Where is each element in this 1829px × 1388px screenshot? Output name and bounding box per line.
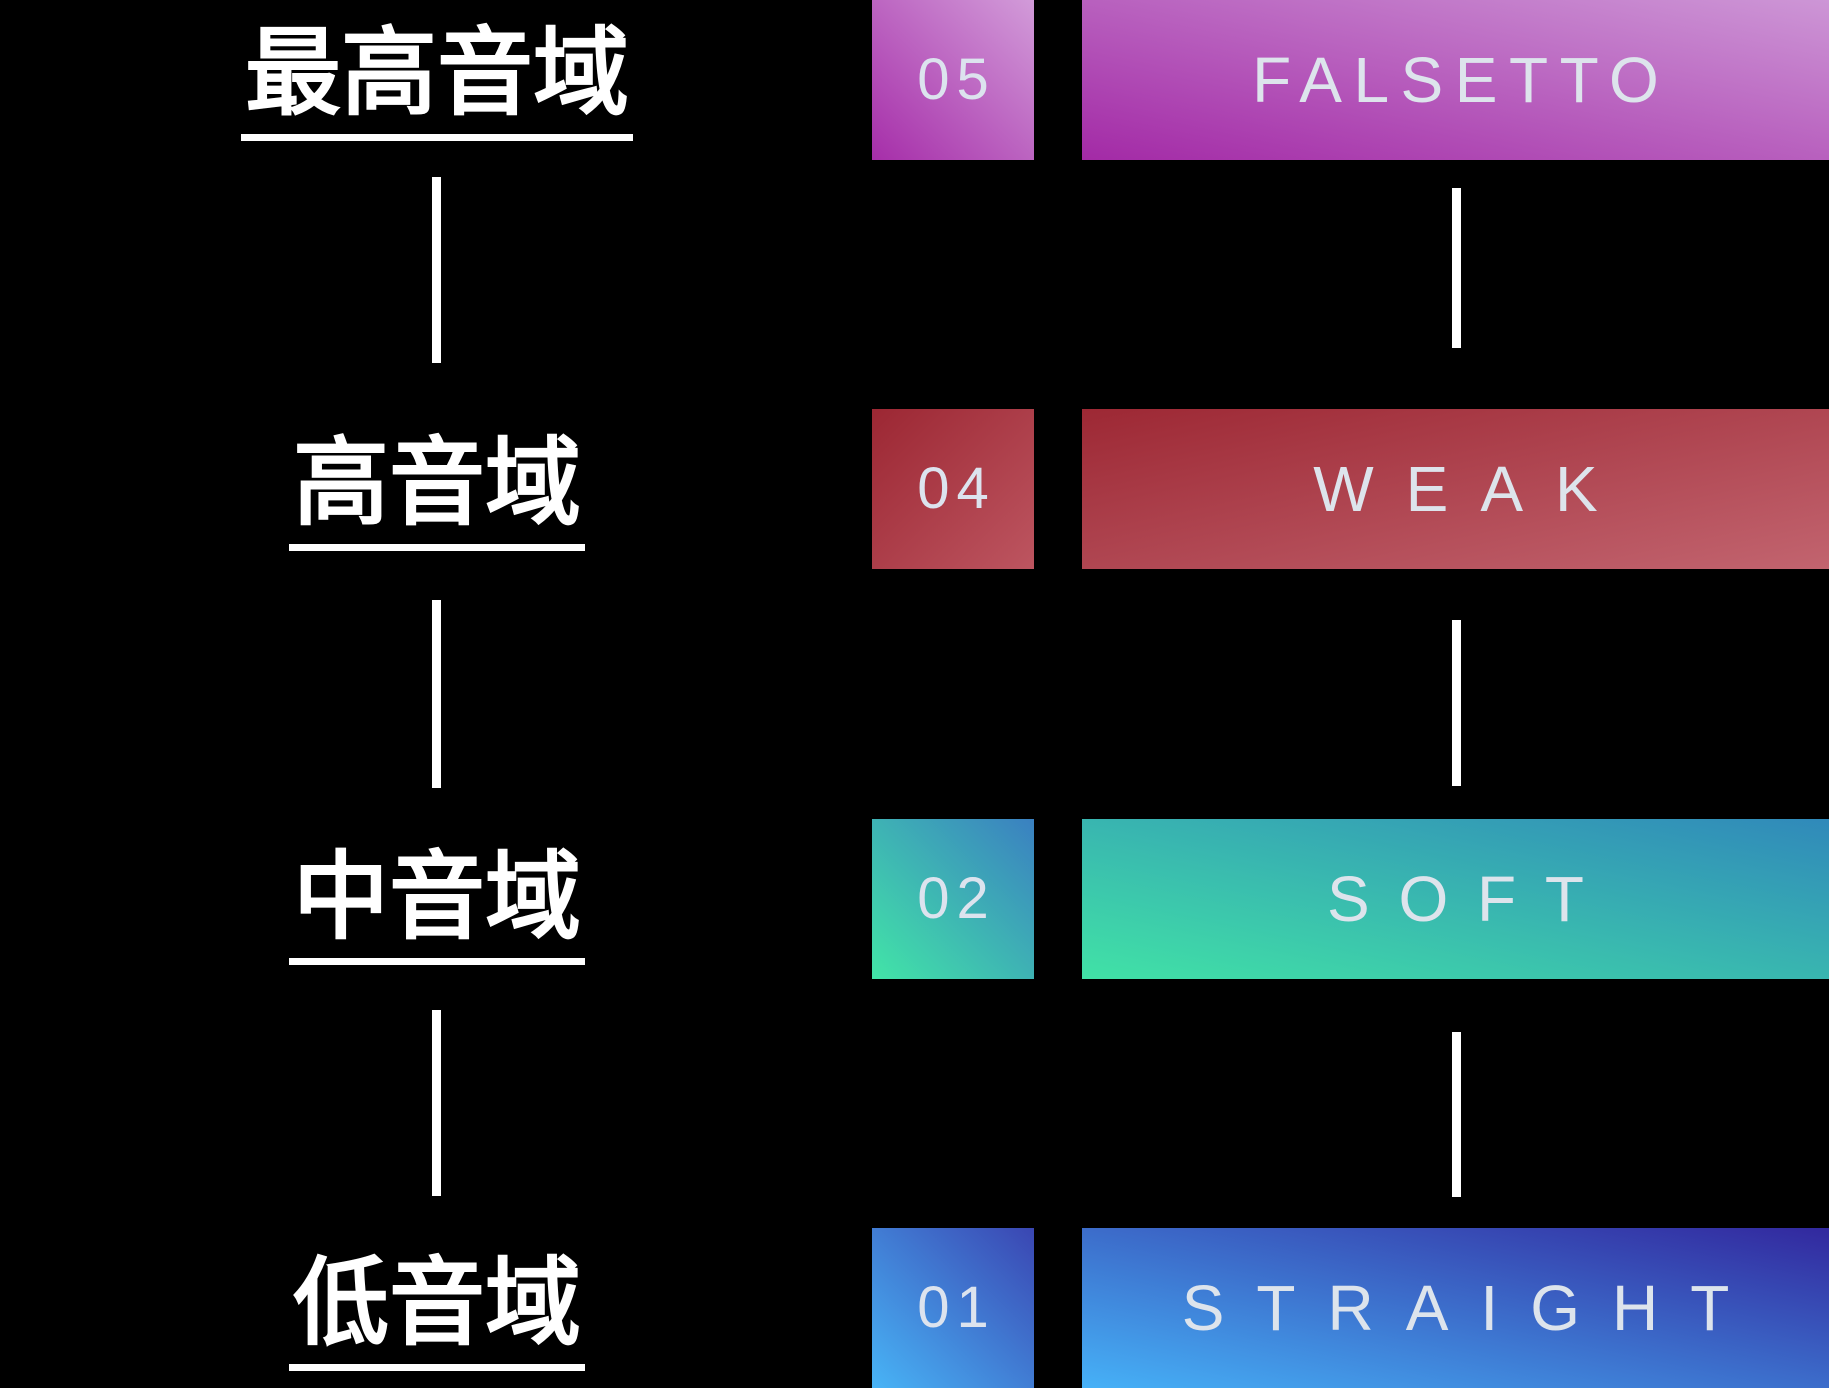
voice-bar-straight: STRAIGHT [1082, 1228, 1829, 1388]
voice-bar-soft: SOFT [1082, 819, 1829, 979]
voice-row-straight: 01 STRAIGHT [0, 1228, 1829, 1388]
voice-row-falsetto: 05 FALSETTO [0, 0, 1829, 160]
step-number-box-05: 05 [872, 0, 1034, 160]
step-number: 01 [917, 1275, 996, 1340]
voice-bar-weak: WEAK [1082, 409, 1829, 569]
step-number-box-04: 04 [872, 409, 1034, 569]
voice-bar-label: FALSETTO [1252, 44, 1671, 116]
voice-row-weak: 04 WEAK [0, 409, 1829, 569]
connector-line-left-2 [432, 600, 441, 788]
connector-line-right-1 [1452, 188, 1461, 348]
voice-bar-label: WEAK [1313, 453, 1630, 525]
range-label-highest: 最高音域 [241, 26, 633, 141]
voice-bar-falsetto: FALSETTO [1082, 0, 1829, 160]
voice-bar-label: SOFT [1326, 863, 1613, 935]
range-label-low: 低音域 [289, 1256, 585, 1371]
connector-line-right-2 [1452, 620, 1461, 786]
connector-line-left-1 [432, 177, 441, 363]
step-number: 05 [917, 47, 996, 112]
range-label-mid: 中音域 [289, 850, 585, 965]
step-number: 04 [917, 456, 996, 521]
step-number: 02 [917, 866, 996, 931]
connector-line-left-3 [432, 1010, 441, 1196]
voice-row-soft: 02 SOFT [0, 819, 1829, 979]
step-number-box-01: 01 [872, 1228, 1034, 1388]
step-number-box-02: 02 [872, 819, 1034, 979]
connector-line-right-3 [1452, 1032, 1461, 1197]
voice-bar-label: STRAIGHT [1181, 1272, 1762, 1344]
range-label-high: 高音域 [289, 436, 585, 551]
